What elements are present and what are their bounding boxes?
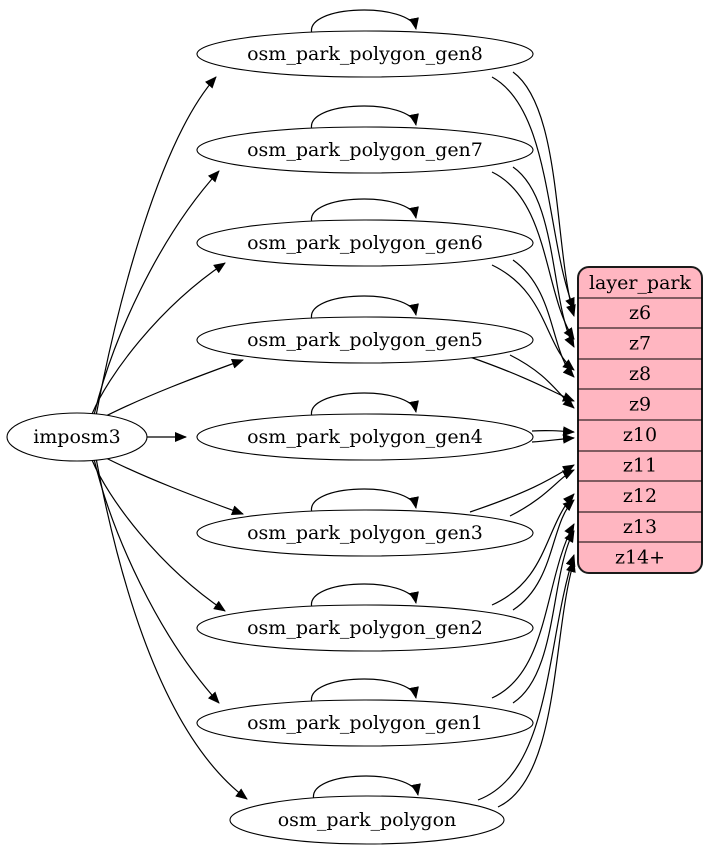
layer-park-title: layer_park — [589, 272, 692, 294]
self-loop-gen3 — [311, 488, 419, 514]
row-z7: z7 — [629, 333, 651, 355]
edge-gen5-to-z9-b — [509, 354, 575, 409]
node-label-gen2: osm_park_polygon_gen2 — [247, 617, 483, 639]
node-label-gen1: osm_park_polygon_gen1 — [247, 712, 483, 734]
ellipse-gen1 — [196, 699, 534, 747]
edges-to-layer-park — [469, 71, 576, 808]
ellipse-osm-park-polygon — [229, 795, 505, 845]
ellipse-gen2 — [196, 604, 534, 652]
edge-gen8-to-z6-a — [491, 76, 575, 310]
edge-gen6-to-z8-a — [491, 264, 575, 371]
ellipse-gen6 — [196, 219, 534, 267]
layer-park-labels: layer_park z6 z7 z8 z9 z10 z11 z12 z13 z… — [589, 272, 692, 569]
ellipse-gen3 — [196, 509, 534, 557]
edge-gen2-to-z12-b — [512, 499, 575, 611]
edge-imposm3-to-osm-park-polygon — [95, 457, 248, 800]
edge-osm-park-polygon-to-z14-b — [497, 560, 576, 808]
edge-gen2-to-z12-a — [491, 493, 575, 606]
table-nodes: imposm3 osm_park_polygon_gen8 osm_park_p… — [6, 30, 534, 845]
node-imposm3: imposm3 — [6, 412, 148, 462]
ellipse-gen8 — [196, 30, 534, 78]
node-gen5: osm_park_polygon_gen5 — [196, 316, 534, 364]
layer-park-row-separators — [578, 297, 702, 543]
node-label-gen5: osm_park_polygon_gen5 — [247, 329, 483, 351]
self-loop-gen5 — [311, 295, 419, 321]
ellipse-gen7 — [196, 126, 534, 174]
self-loop-gen6 — [311, 198, 419, 224]
self-loop-gen1 — [311, 678, 419, 704]
row-z11: z11 — [623, 455, 657, 477]
edge-gen5-to-z9-a — [469, 356, 575, 402]
self-loop-osm-park-polygon — [313, 775, 421, 801]
edge-imposm3-to-gen5 — [101, 359, 244, 419]
edge-osm-park-polygon-to-z14-a — [477, 554, 576, 801]
edge-gen4-to-z10-b — [531, 433, 575, 444]
edge-gen8-to-z6-b — [512, 71, 576, 317]
node-gen2: osm_park_polygon_gen2 — [196, 604, 534, 652]
edge-imposm3-to-gen3 — [101, 455, 244, 515]
row-z8: z8 — [629, 363, 651, 385]
edge-gen3-to-z11-a — [469, 464, 575, 513]
node-gen3: osm_park_polygon_gen3 — [196, 509, 534, 557]
node-gen7: osm_park_polygon_gen7 — [196, 126, 534, 174]
edge-gen1-to-z13-a — [491, 523, 575, 699]
row-z12: z12 — [623, 485, 657, 507]
edge-gen3-to-z11-b — [509, 469, 575, 517]
layer-park-node: layer_park z6 z7 z8 z9 z10 z11 z12 z13 z… — [577, 266, 703, 574]
ellipse-gen5 — [196, 316, 534, 364]
ellipse-imposm3 — [6, 412, 148, 462]
self-loop-gen2 — [311, 583, 419, 609]
row-z6: z6 — [629, 302, 651, 324]
row-z14: z14+ — [615, 547, 665, 569]
edge-imposm3-to-gen6 — [91, 262, 226, 415]
edge-gen7-to-z7-b — [512, 166, 575, 348]
edge-gen1-to-z13-b — [512, 530, 575, 704]
node-label-imposm3: imposm3 — [33, 426, 121, 448]
node-label-gen7: osm_park_polygon_gen7 — [247, 139, 483, 161]
edges-from-imposm3 — [91, 76, 248, 800]
ellipse-gen4 — [196, 413, 534, 461]
edge-imposm3-to-gen8 — [95, 76, 217, 417]
self-loop-gen8 — [311, 9, 419, 35]
node-label-gen3: osm_park_polygon_gen3 — [247, 522, 483, 544]
edge-imposm3-to-gen1 — [93, 458, 220, 704]
node-label-gen6: osm_park_polygon_gen6 — [247, 232, 483, 254]
row-z9: z9 — [629, 394, 651, 416]
self-loop-gen4 — [311, 392, 419, 418]
row-z10: z10 — [623, 424, 657, 446]
node-label-osm-park-polygon: osm_park_polygon — [278, 809, 457, 831]
node-label-gen8: osm_park_polygon_gen8 — [247, 43, 483, 65]
node-osm-park-polygon: osm_park_polygon — [229, 795, 505, 845]
node-gen4: osm_park_polygon_gen4 — [196, 413, 534, 461]
node-gen1: osm_park_polygon_gen1 — [196, 699, 534, 747]
edge-gen4-to-z10-a — [531, 426, 575, 437]
edge-imposm3-to-gen7 — [93, 170, 220, 416]
edge-gen6-to-z8-b — [512, 259, 575, 378]
node-label-gen4: osm_park_polygon_gen4 — [247, 426, 483, 448]
node-gen8: osm_park_polygon_gen8 — [196, 30, 534, 78]
self-loop-gen7 — [311, 105, 419, 131]
self-loop-edges — [311, 9, 421, 801]
node-gen6: osm_park_polygon_gen6 — [196, 219, 534, 267]
row-z13: z13 — [623, 516, 657, 538]
